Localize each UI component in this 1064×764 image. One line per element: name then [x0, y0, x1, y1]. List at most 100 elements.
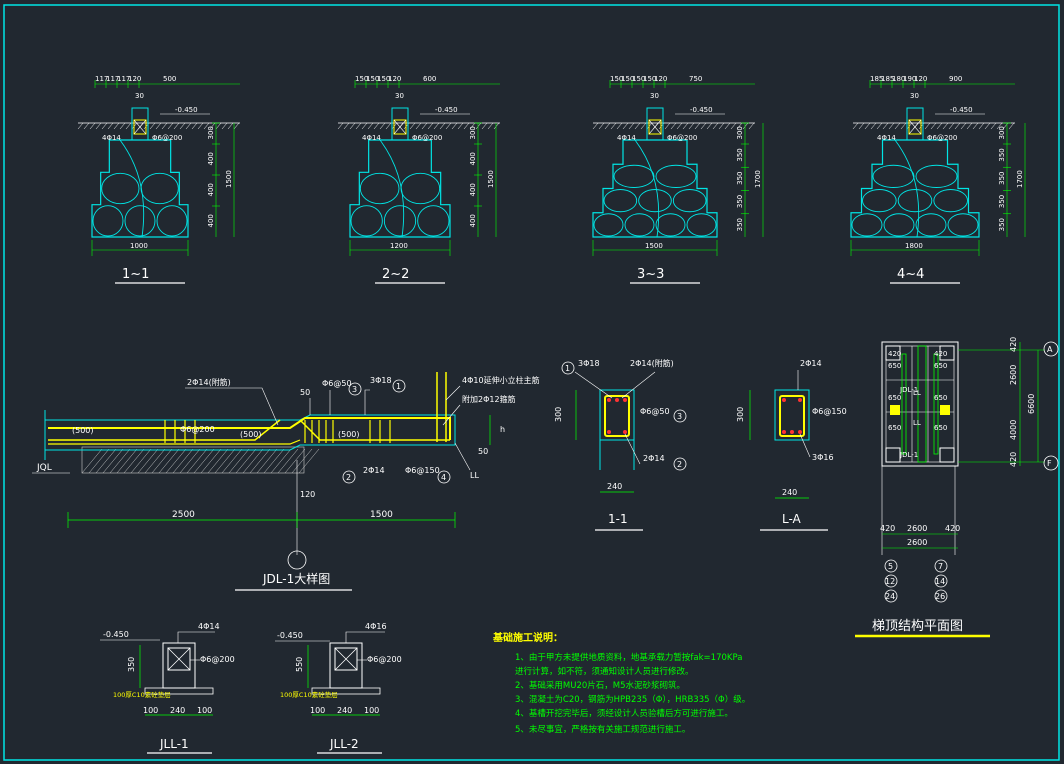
leader-main — [364, 389, 370, 415]
yellow-mark — [890, 405, 900, 415]
section-title: 1~1 — [122, 267, 149, 282]
ground-hatch — [966, 122, 973, 130]
label-stirrup: Φ6@200 — [927, 134, 957, 142]
plan-title: 梯顶结构平面图 — [872, 619, 963, 634]
dim-top-value: 120 — [914, 75, 927, 83]
ground-hatch — [640, 122, 647, 130]
stirrup-rect — [779, 395, 805, 437]
ground-hatch — [367, 122, 374, 130]
hatch-line — [88, 448, 110, 474]
ground-hatch — [858, 122, 865, 130]
plan-label: 420 — [934, 350, 947, 358]
rubble-stone — [915, 164, 958, 188]
leader-col — [445, 385, 461, 401]
axis-circle-f — [1043, 455, 1059, 471]
dim-top-value: 150 — [632, 75, 645, 83]
ground-hatch — [996, 122, 1003, 130]
ground-hatch — [173, 122, 180, 130]
label-len-2: (500) — [240, 430, 262, 439]
ground-hatch — [616, 122, 623, 130]
soil-block — [81, 446, 305, 474]
ground-hatch — [215, 122, 222, 130]
rubble-stone — [156, 205, 188, 237]
label-h-50: 50 — [478, 447, 488, 456]
ground-hatch — [463, 122, 470, 130]
cross — [167, 647, 191, 671]
label-w3: 100 — [197, 706, 212, 715]
dim-height-value: 300 — [998, 126, 1006, 139]
pad — [144, 687, 214, 695]
bent-rebar-1 — [48, 419, 281, 441]
hatch-line — [242, 448, 264, 474]
dim-2600-v: 2600 — [1009, 365, 1018, 385]
dim-height-value: 400 — [207, 183, 215, 196]
axis-label: 5 — [888, 562, 893, 571]
dim-height-value: 300 — [207, 126, 215, 139]
leader — [799, 433, 811, 458]
note-item: 1、由于甲方未提供地质资料，地基承载力暂按fak=170KPa — [515, 652, 742, 663]
label-bar: 4Φ16 — [365, 622, 387, 631]
dim-top-value: 150 — [610, 75, 623, 83]
ground-hatch — [688, 122, 695, 130]
dim-top-value: 900 — [949, 75, 962, 83]
axis-circle-a — [1043, 341, 1059, 357]
plan-label: LL — [913, 389, 921, 397]
rubble-stone — [897, 189, 933, 213]
rubble-stone — [92, 205, 124, 237]
label-top2: 2Φ14(附筋) — [630, 358, 674, 368]
dim-top-value: 500 — [163, 75, 176, 83]
label-w1: 100 — [310, 706, 325, 715]
dim-height-value: 350 — [998, 172, 1006, 185]
ground-hatch — [197, 122, 204, 130]
green-beam — [901, 353, 907, 455]
hatch-line — [207, 448, 229, 474]
label-len-3: (500) — [338, 430, 360, 439]
label-stirrup: Φ6@50 — [640, 407, 670, 416]
mark-circle-2 — [342, 470, 356, 484]
pressure-curve — [379, 139, 405, 238]
column — [885, 345, 901, 361]
ground-hatch — [221, 122, 228, 130]
dim-height-value: 350 — [736, 172, 744, 185]
bar-dot — [798, 398, 802, 402]
label-dim-50: 50 — [300, 388, 310, 397]
ground-hatch — [942, 122, 949, 130]
ground-hatch — [337, 122, 344, 130]
top-rebar — [48, 417, 451, 440]
label-bottom-bar: 2Φ14 — [363, 466, 385, 475]
ground-hatch — [209, 122, 216, 130]
ground-hatch — [349, 122, 356, 130]
stirrups — [164, 420, 391, 443]
label-width: 240 — [607, 482, 622, 491]
hatch-line — [137, 448, 159, 474]
ring-cross — [648, 119, 662, 135]
rubble-stone — [947, 213, 979, 237]
ground-hatch — [421, 122, 428, 130]
ground-hatch — [203, 122, 210, 130]
ground-hatch — [592, 122, 599, 130]
ground-hatch — [894, 122, 901, 130]
rubble-stone — [359, 172, 400, 205]
ground-hatch — [451, 122, 458, 130]
axis-circle — [287, 550, 307, 570]
label-stirrup-top: Φ6@50 — [322, 379, 352, 388]
dim-width-value: 1000 — [130, 242, 148, 250]
dim-height-value: 300 — [736, 126, 744, 139]
hatch-line — [151, 448, 173, 474]
level-value: -0.450 — [950, 106, 973, 114]
label-height: 300 — [736, 407, 745, 422]
column — [939, 447, 955, 463]
dim-top-value: 190 — [903, 75, 916, 83]
dim-top-value: 117 — [106, 75, 119, 83]
rubble-stone — [851, 213, 883, 237]
dim-width-value: 1200 — [390, 242, 408, 250]
ground-hatch — [670, 122, 677, 130]
yellow-mark — [940, 405, 950, 415]
label-pad: 100厚C10素砼垫层 — [113, 690, 171, 699]
dim-420-right: 420 — [945, 524, 960, 533]
level-value: -0.450 — [435, 106, 458, 114]
